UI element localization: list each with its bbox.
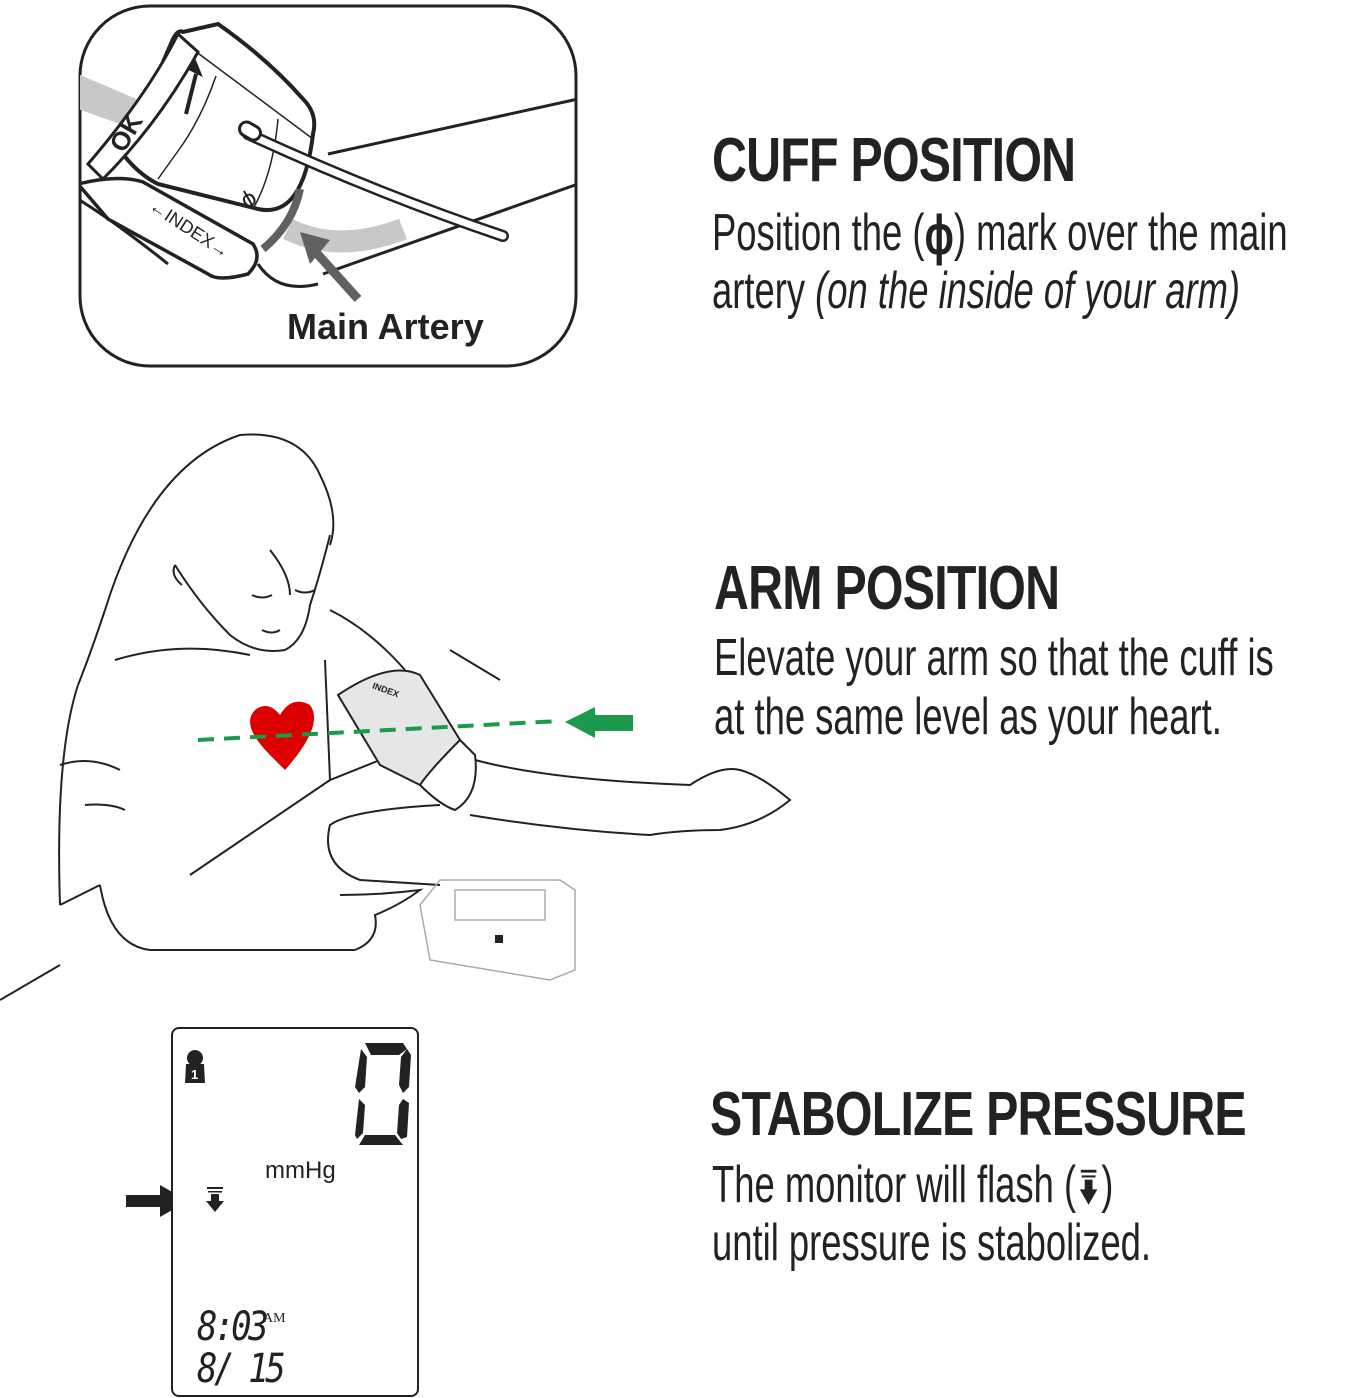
user-profile-icon: 1	[183, 1049, 207, 1090]
main-artery-label: Main Artery	[287, 306, 484, 347]
cuff-text-pre: Position the (	[712, 204, 925, 262]
arm-illustration: INDEX	[0, 425, 800, 1005]
stabolize-text-line1: The monitor will flash ()	[712, 1156, 1113, 1214]
cuff-text-italic-note: (on the inside of your arm)	[815, 262, 1241, 320]
stabolize-text-pre: The monitor will flash (	[712, 1156, 1077, 1214]
arm-position-text-line1: Elevate your arm so that the cuff is	[714, 629, 1274, 687]
arm-position-heading: ARM POSITION	[714, 554, 1060, 623]
phi-symbol-icon: ϕ	[924, 203, 954, 266]
flash-arrow-inline-icon	[1079, 1162, 1099, 1205]
lcd-time: 8:03	[197, 1304, 269, 1350]
arm-position-text-line2: at the same level as your heart.	[714, 688, 1222, 746]
cuff-position-text-line2: artery (on the inside of your arm)	[712, 262, 1240, 320]
cuff-text-post: ) mark over the main	[953, 204, 1288, 262]
cuff-text-artery: artery	[712, 262, 816, 320]
cuff-on-arm-drawing: OK ←INDEX→ ϕ	[78, 4, 578, 368]
cuff-position-heading: CUFF POSITION	[712, 126, 1076, 195]
cuff-illustration: OK ←INDEX→ ϕ Main Artery	[78, 4, 578, 370]
cuff-position-text-line1: Position the (ϕ) mark over the main	[712, 202, 1288, 266]
lcd-date: 8/ 15	[197, 1346, 286, 1392]
flash-down-arrow-icon	[205, 1187, 225, 1218]
lcd-display: 1 0 mmHg 8:03 AM 8/ 15	[171, 1027, 419, 1397]
unit-label: mmHg	[265, 1157, 336, 1184]
stabolize-text-post: )	[1101, 1156, 1114, 1214]
lcd-ampm: AM	[263, 1311, 286, 1326]
lcd-reading-digit: 0	[355, 1039, 411, 1154]
woman-measuring-bp-drawing	[0, 433, 792, 1001]
stabolize-pressure-heading: STABOLIZE PRESSURE	[710, 1080, 1247, 1149]
user-number: 1	[191, 1067, 199, 1082]
green-arrow-icon	[565, 707, 633, 738]
stabolize-text-line2: until pressure is stabolized.	[712, 1214, 1152, 1272]
